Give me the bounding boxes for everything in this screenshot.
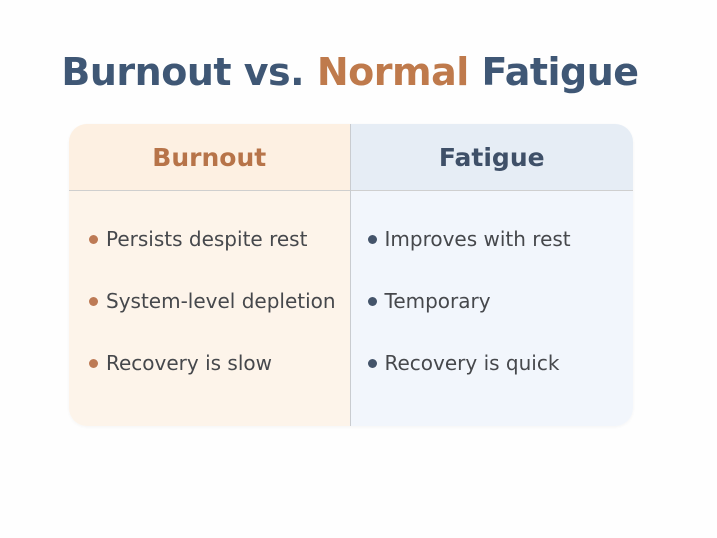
- bullet-icon: [89, 296, 98, 306]
- title-part-2: Fatigue: [468, 50, 639, 94]
- comparison-table: Burnout Persists despite rest System-lev…: [69, 124, 633, 426]
- title-part-1: Burnout vs.: [61, 50, 317, 94]
- fatigue-column: Fatigue Improves with rest Temporary Rec…: [349, 124, 633, 426]
- list-item: Recovery is quick: [367, 351, 560, 375]
- bullet-icon: [89, 234, 98, 244]
- list-item: Recovery is slow: [89, 351, 272, 375]
- fatigue-header: Fatigue: [350, 124, 633, 191]
- list-item-text: Recovery is quick: [384, 351, 560, 375]
- list-item-text: System-level depletion: [106, 289, 336, 313]
- burnout-header: Burnout: [69, 124, 350, 191]
- list-item: System-level depletion: [89, 289, 336, 313]
- list-item: Persists despite rest: [89, 227, 307, 251]
- list-item: Improves with rest: [367, 227, 571, 251]
- list-item-text: Persists despite rest: [106, 227, 308, 251]
- bullet-icon: [367, 296, 377, 306]
- burnout-column: Burnout Persists despite rest System-lev…: [69, 124, 350, 426]
- list-item-text: Temporary: [384, 289, 491, 313]
- list-item-text: Improves with rest: [384, 227, 571, 251]
- bullet-icon: [367, 234, 377, 244]
- bullet-icon: [89, 358, 98, 368]
- list-item: Temporary: [367, 289, 491, 313]
- title-accent: Normal: [316, 50, 469, 94]
- bullet-icon: [367, 358, 377, 368]
- list-item-text: Recovery is slow: [106, 351, 272, 375]
- page-title: Burnout vs. Normal Fatigue: [0, 50, 700, 94]
